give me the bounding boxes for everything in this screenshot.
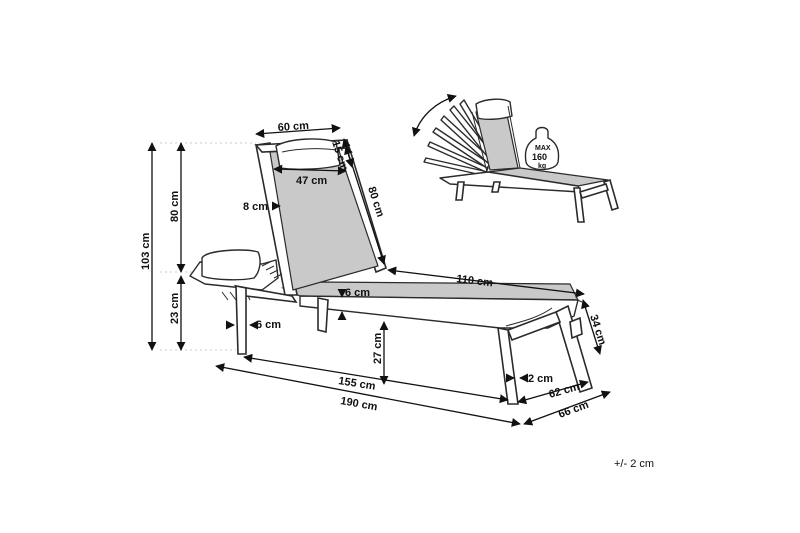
rotation-arrow-icon [412, 93, 457, 137]
weight-icon [524, 126, 560, 171]
dim-side-height: 34 cm [587, 313, 608, 347]
dim-backrest-height: 80 cm [169, 191, 181, 222]
tolerance-note: +/- 2 cm [614, 458, 654, 470]
front-leg [235, 285, 247, 355]
dim-headrest-width: 60 cm [277, 120, 309, 134]
recline-illustration: MAX 160 kg [412, 93, 619, 223]
weight-badge-line2: 160 [532, 152, 547, 162]
weight-badge-line3: kg [538, 163, 546, 170]
dim-total-width: 66 cm [557, 399, 591, 421]
dim-gap: 2 cm [528, 373, 553, 385]
weight-badge-line1: MAX [535, 145, 551, 152]
dim-leg-thickness: 6 cm [256, 319, 281, 331]
backrest-frame [255, 142, 298, 296]
dim-seat-height: 27 cm [372, 333, 384, 364]
dim-seat-section-length: 155 cm [338, 375, 377, 393]
rear-pillow [201, 249, 261, 281]
dim-fabric-thickness: 6 cm [345, 287, 370, 299]
dim-total-length: 190 cm [339, 395, 378, 413]
dim-seat-height-total: 23 cm [169, 293, 181, 324]
dim-frame-thickness: 8 cm [243, 201, 268, 213]
dim-seat-length: 110 cm [456, 273, 494, 289]
dim-backrest-inner-width: 47 cm [296, 175, 327, 187]
dim-total-height: 103 cm [140, 232, 152, 270]
dimension-lines [147, 124, 611, 427]
